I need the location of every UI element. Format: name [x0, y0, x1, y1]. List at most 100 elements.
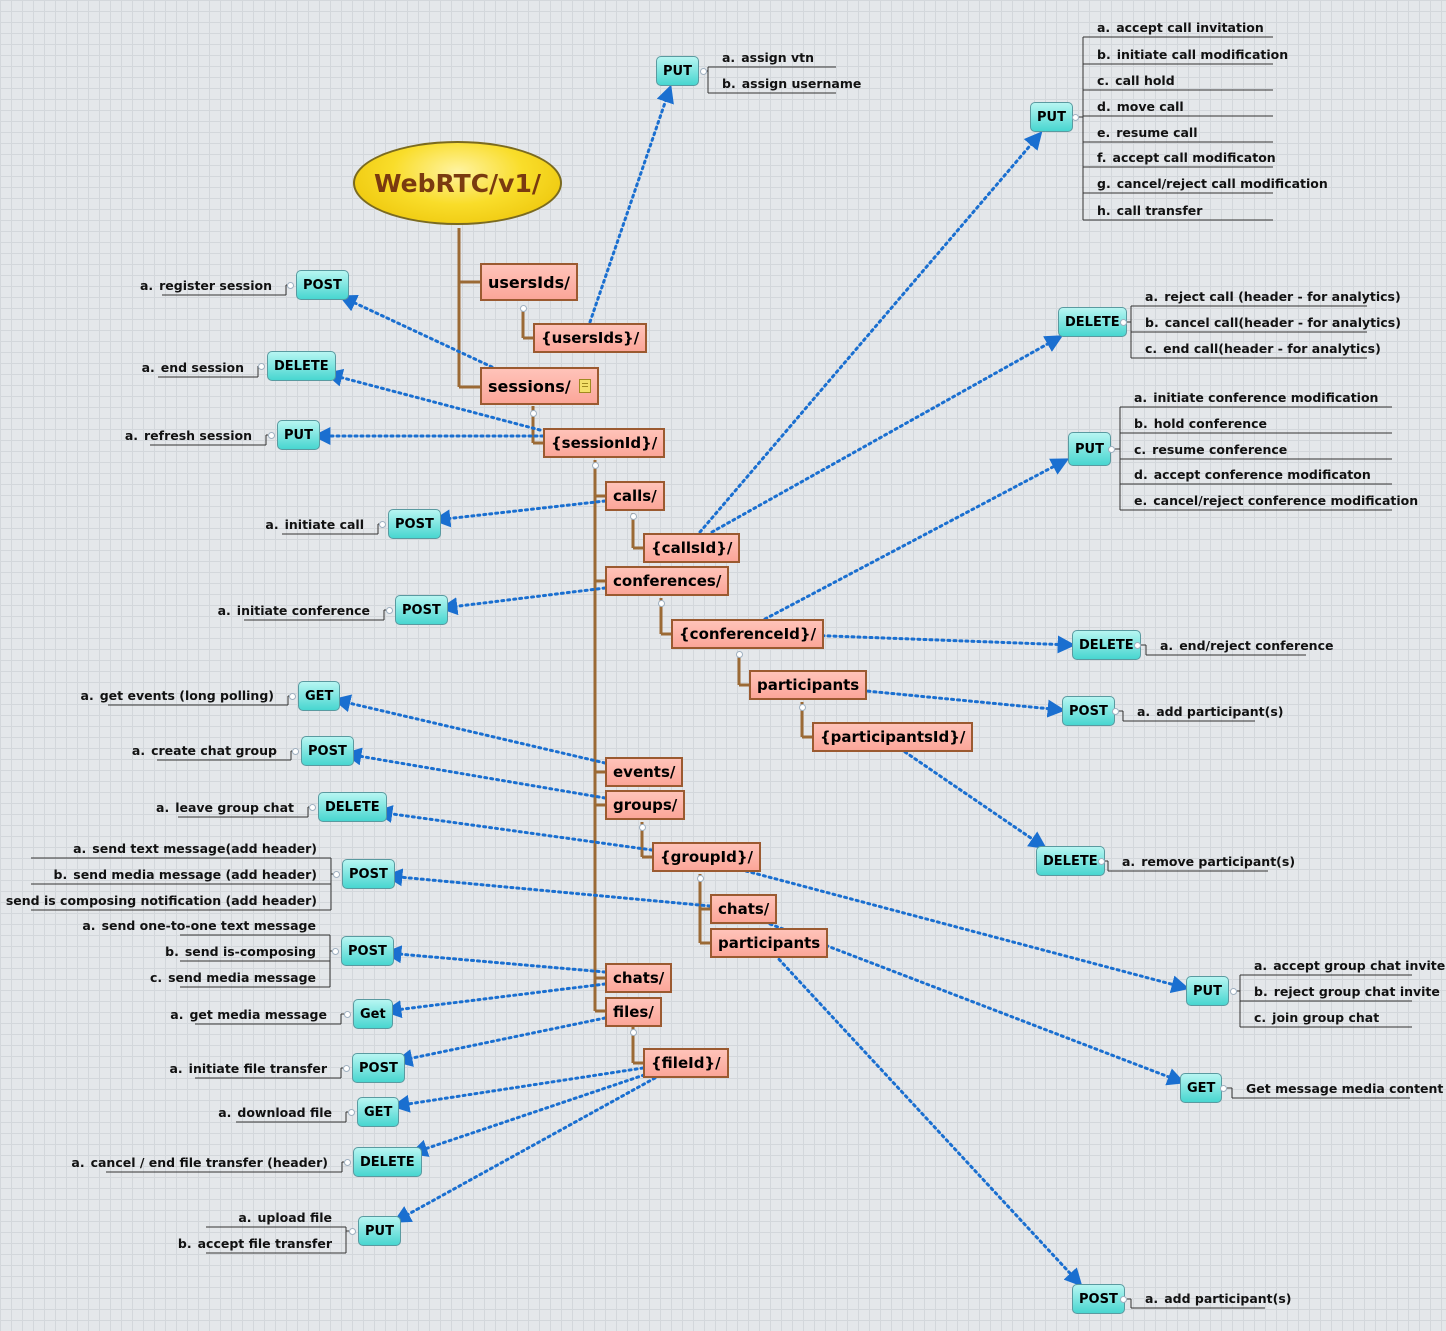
node-conferences[interactable]: conferences/ [605, 566, 730, 596]
collapse-toggle[interactable] [529, 409, 537, 417]
collapse-toggle[interactable] [289, 692, 296, 700]
item-text: call hold [1115, 73, 1175, 88]
method-group-part-post[interactable]: POST [1072, 1284, 1125, 1314]
dotted-link [384, 868, 712, 908]
method-calls-post[interactable]: POST [388, 509, 441, 539]
collapse-toggle[interactable] [1220, 1084, 1227, 1092]
collapse-toggle[interactable] [349, 1227, 356, 1235]
collapse-toggle[interactable] [309, 803, 316, 811]
item-text: create chat group [151, 743, 277, 758]
node-fileId[interactable]: {fileId}/ [643, 1048, 729, 1078]
method-session-delete[interactable]: DELETE [267, 351, 336, 381]
dotted-link [588, 84, 674, 324]
item-text: hold conference [1153, 416, 1268, 431]
method-session-put[interactable]: PUT [277, 420, 320, 450]
collapse-toggle[interactable] [343, 1064, 350, 1072]
method-session-post[interactable]: POST [296, 270, 349, 300]
collapse-toggle[interactable] [292, 747, 299, 755]
method-item: a.upload file [238, 1209, 332, 1226]
method-conf-put[interactable]: PUT [1068, 432, 1111, 466]
method-groups-post[interactable]: POST [301, 736, 354, 766]
node-events[interactable]: events/ [605, 757, 684, 787]
item-text: initiate conference modification [1153, 390, 1379, 405]
collapse-toggle[interactable] [591, 461, 599, 469]
node-usersIds-param[interactable]: {usersIds}/ [533, 323, 648, 353]
method-call-delete[interactable]: DELETE [1058, 307, 1127, 337]
node-sessions[interactable]: sessions/ [480, 367, 599, 405]
collapse-toggle[interactable] [287, 281, 294, 289]
collapse-toggle[interactable] [696, 874, 704, 882]
item-text: send media message (add header) [73, 867, 317, 882]
item-text: call transfer [1116, 203, 1203, 218]
root-node[interactable]: WebRTC/v1/ [353, 141, 562, 225]
method-group-chats-post[interactable]: POST [342, 859, 395, 889]
method-users-put[interactable]: PUT [656, 56, 699, 86]
collapse-toggle[interactable] [1112, 707, 1119, 715]
collapse-toggle[interactable] [1120, 1295, 1127, 1303]
collapse-toggle[interactable] [344, 1010, 351, 1018]
method-group-delete[interactable]: DELETE [318, 792, 387, 822]
collapse-toggle[interactable] [386, 606, 393, 614]
collapse-toggle[interactable] [798, 703, 806, 711]
method-file-get[interactable]: GET [357, 1097, 400, 1127]
method-conf-delete[interactable]: DELETE [1072, 630, 1141, 660]
node-sessions-label: sessions/ [488, 376, 571, 396]
collapse-toggle[interactable] [735, 650, 743, 658]
collapse-toggle[interactable] [332, 947, 339, 955]
collapse-toggle[interactable] [629, 512, 637, 520]
item-text: reject group chat invite [1273, 984, 1440, 999]
note-icon[interactable] [578, 379, 591, 393]
collapse-toggle[interactable] [657, 599, 665, 607]
collapse-toggle[interactable] [268, 431, 275, 439]
method-item: e.resume call [1097, 124, 1197, 141]
node-sessionId[interactable]: {sessionId}/ [543, 428, 666, 458]
dotted-link [394, 1016, 607, 1067]
method-files-post[interactable]: POST [352, 1053, 405, 1083]
method-file-put[interactable]: PUT [358, 1216, 401, 1246]
collapse-toggle[interactable] [1120, 318, 1127, 326]
collapse-toggle[interactable] [1098, 857, 1105, 865]
method-group-put[interactable]: PUT [1186, 976, 1229, 1006]
method-item: a.initiate conference modification [1134, 389, 1378, 406]
node-conferenceId[interactable]: {conferenceId}/ [671, 619, 825, 649]
method-conf-part-post[interactable]: POST [1062, 696, 1115, 726]
node-group-chats[interactable]: chats/ [710, 894, 778, 924]
item-text: assign vtn [741, 50, 815, 65]
method-call-put[interactable]: PUT [1030, 102, 1073, 132]
collapse-toggle[interactable] [1108, 445, 1115, 453]
method-conf-post[interactable]: POST [395, 595, 448, 625]
collapse-toggle[interactable] [333, 870, 340, 878]
method-events-get[interactable]: GET [298, 681, 341, 711]
dotted-link [409, 1071, 652, 1157]
node-groups[interactable]: groups/ [605, 790, 686, 820]
collapse-toggle[interactable] [1230, 987, 1237, 995]
collapse-toggle[interactable] [638, 823, 646, 831]
collapse-toggle[interactable] [700, 67, 707, 75]
node-conf-participants[interactable]: participants [749, 670, 868, 700]
node-callsId[interactable]: {callsId}/ [643, 533, 741, 563]
method-file-delete[interactable]: DELETE [353, 1147, 422, 1177]
collapse-toggle[interactable] [1072, 113, 1079, 121]
node-groupId[interactable]: {groupId}/ [652, 842, 762, 872]
collapse-toggle[interactable] [379, 520, 386, 528]
node-files[interactable]: files/ [605, 997, 662, 1027]
node-calls[interactable]: calls/ [605, 481, 665, 511]
node-group-participants[interactable]: participants [710, 928, 829, 958]
collapse-toggle[interactable] [519, 304, 527, 312]
item-marker: a. [71, 1155, 85, 1170]
item-text: assign username [741, 76, 862, 91]
item-text: remove participant(s) [1141, 854, 1296, 869]
method-conf-part-delete[interactable]: DELETE [1036, 846, 1105, 876]
item-text: get media message [189, 1007, 327, 1022]
method-chats-post[interactable]: POST [341, 936, 394, 966]
collapse-toggle[interactable] [348, 1108, 355, 1116]
method-chats-get[interactable]: Get [353, 999, 393, 1029]
collapse-toggle[interactable] [629, 1028, 637, 1036]
collapse-toggle[interactable] [344, 1158, 351, 1166]
node-usersIds[interactable]: usersIds/ [480, 263, 578, 301]
node-participantsId[interactable]: {participantsId}/ [812, 722, 974, 752]
method-group-chat-get[interactable]: GET [1180, 1073, 1223, 1103]
collapse-toggle[interactable] [258, 362, 265, 370]
collapse-toggle[interactable] [1134, 641, 1141, 649]
node-chats[interactable]: chats/ [605, 963, 673, 993]
